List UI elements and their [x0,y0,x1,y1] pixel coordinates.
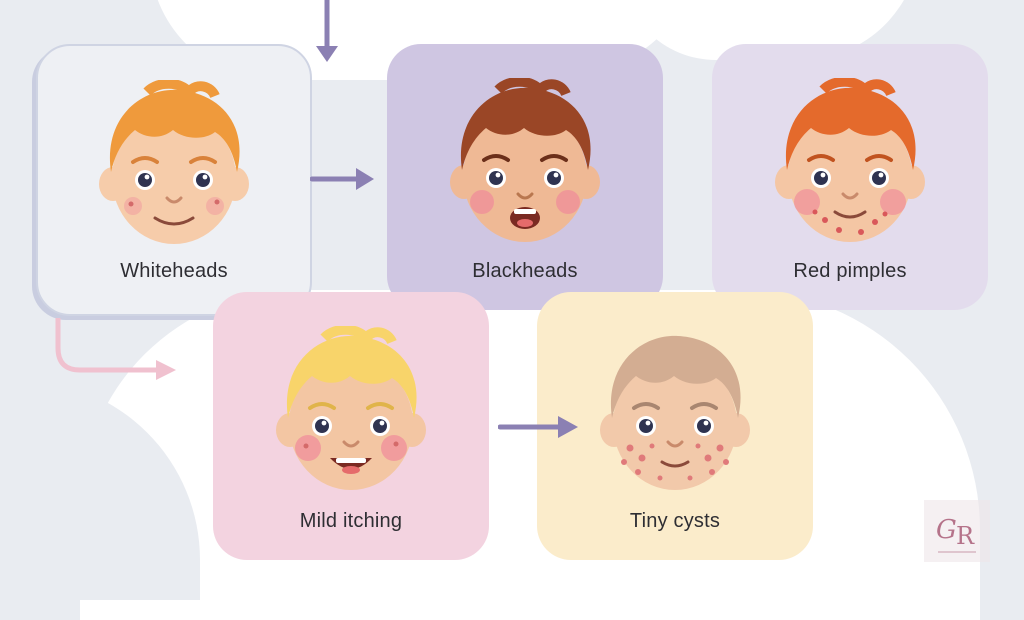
card-whiteheads: Whiteheads [36,44,312,316]
card-mild-itching: Mild itching [213,292,489,560]
stage-label: Mild itching [299,510,403,532]
logo-mark-icon: G R [924,500,990,562]
arrow-whiteheads-to-blackheads [310,168,374,190]
svg-text:G: G [936,515,957,545]
down-arrow [316,0,338,62]
card-red-pimples: Red pimples [712,44,988,310]
arrow-whiteheads-to-mild-itching [55,318,176,380]
face-tiny-cysts [600,335,750,490]
stage-label: Red pimples [793,260,907,282]
card-tiny-cysts: Tiny cysts [537,292,813,560]
stage-label: Blackheads [472,260,578,282]
brand-logo: G R [924,500,990,562]
face-blackheads [450,78,600,242]
stage-label: Whiteheads [120,260,228,282]
svg-text:R: R [956,522,975,550]
face-whiteheads [99,80,249,244]
face-red-pimples [775,78,925,242]
stage-label: Tiny cysts [629,510,721,532]
arrow-mild-itching-to-tiny-cysts [498,416,578,438]
face-mild-itching [276,326,426,490]
card-blackheads: Blackheads [387,44,663,310]
